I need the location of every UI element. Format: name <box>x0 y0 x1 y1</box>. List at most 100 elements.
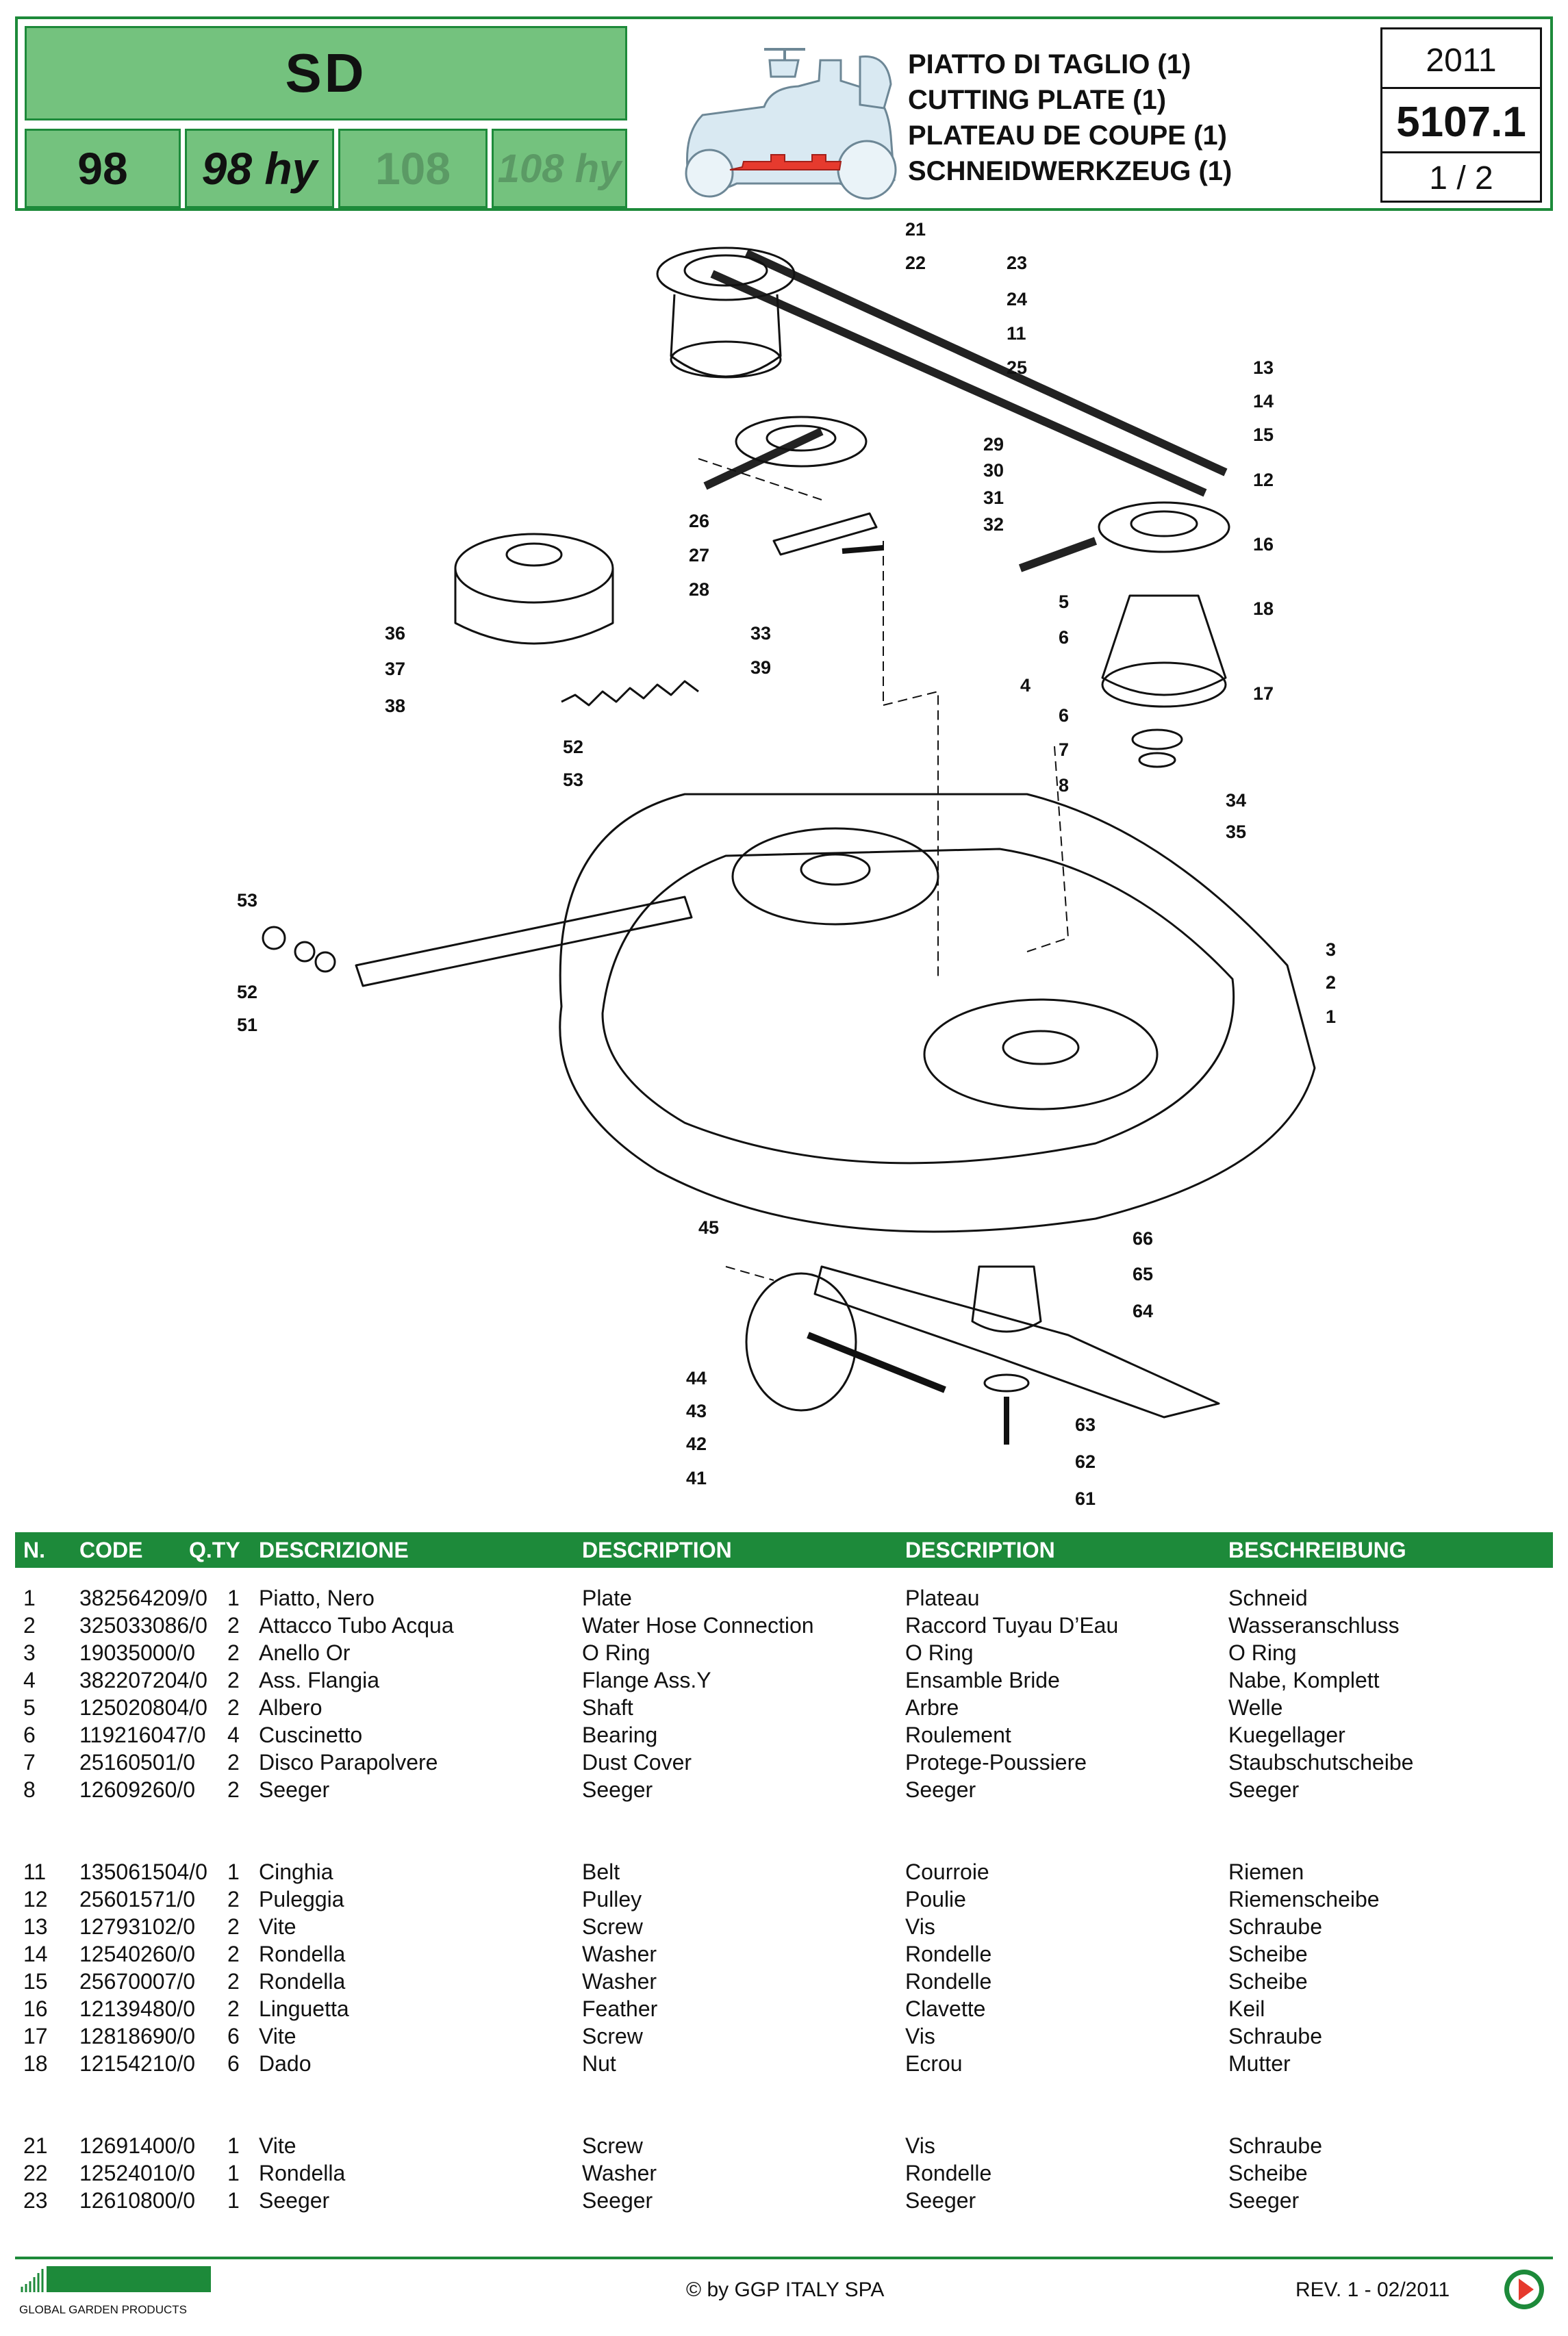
description-en: Feather <box>582 1996 658 2021</box>
description-fr: Seeger <box>905 2188 976 2213</box>
part-number: 5 <box>23 1695 36 1720</box>
description-de: Welle <box>1228 1695 1283 1720</box>
part-number: 8 <box>23 1777 36 1802</box>
callout: 53 <box>237 890 257 911</box>
description-en: Screw <box>582 1914 643 1939</box>
callout: 34 <box>1226 790 1246 811</box>
part-number: 4 <box>23 1668 36 1692</box>
top-pulley <box>656 246 796 301</box>
description-fr: Rondelle <box>905 1969 992 1994</box>
part-number: 16 <box>23 1996 48 2021</box>
description-de: Riemen <box>1228 1859 1304 1884</box>
tension-spring <box>561 680 699 707</box>
callout: 25 <box>1007 357 1027 378</box>
part-number: 6 <box>23 1723 36 1747</box>
quantity: 6 <box>227 2024 240 2048</box>
year: 2011 <box>1426 42 1497 79</box>
part-number: 3 <box>23 1640 36 1665</box>
description-en: Screw <box>582 2133 643 2158</box>
model-tile-108-hy: 108 hy <box>492 129 627 208</box>
description-de: Staubschutscheibe <box>1228 1750 1414 1775</box>
description-de: Scheibe <box>1228 1969 1308 1994</box>
callout: 53 <box>563 770 583 790</box>
callout: 37 <box>385 659 405 679</box>
callout-labels: 21 22 23 24 11 25 13 14 15 29 30 31 32 1… <box>237 219 1336 1509</box>
description-en: Washer <box>582 1969 657 1994</box>
description-it: Anello Or <box>259 1640 351 1665</box>
col-header-n: N. <box>23 1538 45 1562</box>
belt-drawing <box>710 249 1228 497</box>
idler-pulley <box>735 416 868 468</box>
table-spacer <box>15 2106 1553 2133</box>
callout: 66 <box>1133 1228 1153 1249</box>
part-number: 15 <box>23 1969 48 1994</box>
quantity: 4 <box>227 1723 240 1747</box>
description-en: Dust Cover <box>582 1750 692 1775</box>
callout: 32 <box>983 514 1004 535</box>
description-de: O Ring <box>1228 1640 1297 1665</box>
description-en: Seeger <box>582 2188 653 2213</box>
title-en: CUTTING PLATE (1) <box>908 85 1167 115</box>
callout: 16 <box>1253 534 1274 555</box>
callout: 22 <box>905 253 926 273</box>
part-code: 12818690/0 <box>79 2024 196 2048</box>
part-code: 25160501/0 <box>79 1750 196 1775</box>
quantity: 1 <box>227 2188 240 2213</box>
callout: 12 <box>1253 470 1274 490</box>
callout: 4 <box>1020 675 1030 696</box>
col-header-code: CODE <box>79 1538 143 1562</box>
title-it: PIATTO DI TAGLIO (1) <box>908 49 1191 79</box>
cutting-deck <box>559 793 1316 1233</box>
description-fr: Rondelle <box>905 1942 992 1966</box>
next-page-arrow-icon[interactable] <box>1502 2268 1546 2311</box>
model-tile-98: 98 <box>25 129 181 208</box>
description-it: Albero <box>259 1695 323 1720</box>
description-it: Ass. Flangia <box>259 1668 380 1692</box>
description-en: Nut <box>582 2051 616 2076</box>
table-spacer <box>15 1805 1553 1832</box>
description-fr: Clavette <box>905 1996 986 2021</box>
callout: 44 <box>686 1368 707 1388</box>
description-de: Mutter <box>1228 2051 1291 2076</box>
part-number: 13 <box>23 1914 48 1939</box>
callout: 5 <box>1059 592 1069 612</box>
description-en: Seeger <box>582 1777 653 1802</box>
quantity: 1 <box>227 2161 240 2185</box>
series-tile: SD <box>25 26 627 120</box>
description-it: Vite <box>259 2024 296 2048</box>
description-en: Bearing <box>582 1723 658 1747</box>
anti-scalp-wheel <box>745 1272 857 1412</box>
quantity: 2 <box>227 1777 240 1802</box>
part-number: 17 <box>23 2024 48 2048</box>
callout: 27 <box>689 545 709 566</box>
part-number: 22 <box>23 2161 48 2185</box>
quantity: 6 <box>227 2051 240 2076</box>
description-fr: Roulement <box>905 1723 1011 1747</box>
description-de: Seeger <box>1228 1777 1300 1802</box>
callout: 8 <box>1059 775 1069 796</box>
callout: 18 <box>1253 598 1274 619</box>
callout: 26 <box>689 511 709 531</box>
description-it: Seeger <box>259 2188 330 2213</box>
copyright: © by GGP ITALY SPA <box>686 2278 885 2301</box>
quantity: 1 <box>227 1859 240 1884</box>
callout: 11 <box>1007 323 1026 344</box>
callout: 23 <box>1007 253 1027 273</box>
description-fr: O Ring <box>905 1640 974 1665</box>
description-en: Washer <box>582 2161 657 2185</box>
description-it: Linguetta <box>259 1996 349 2021</box>
table-code: 5107.1 <box>1396 99 1526 146</box>
description-it: Vite <box>259 1914 296 1939</box>
title-fr: PLATEAU DE COUPE (1) <box>908 120 1227 151</box>
callout: 43 <box>686 1401 707 1421</box>
callout: 38 <box>385 696 405 716</box>
callout: 17 <box>1253 683 1274 704</box>
